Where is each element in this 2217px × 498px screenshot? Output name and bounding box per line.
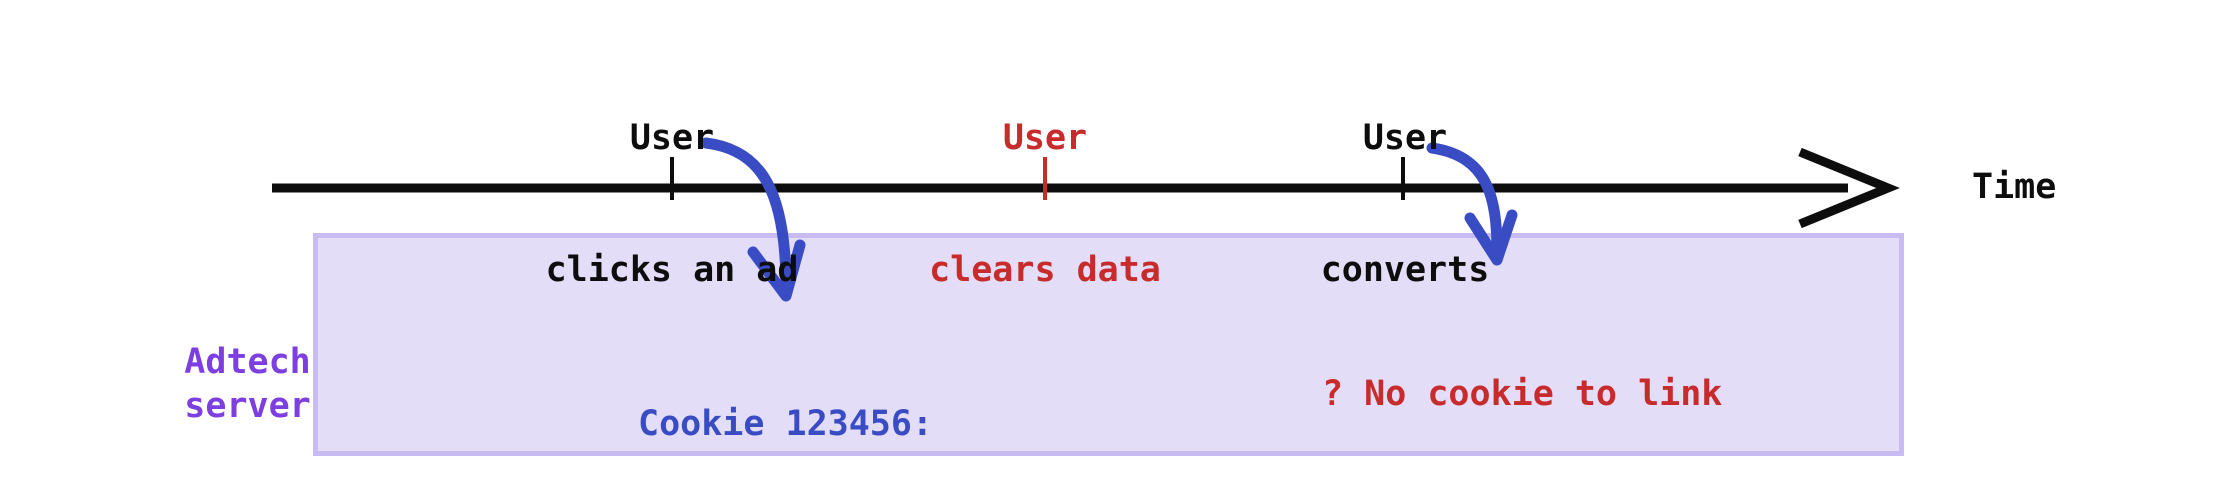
time-axis-caption: Time [1972, 167, 2057, 207]
adtech-server-label-line2: server [184, 386, 311, 426]
event-label-clear: User clears data [855, 28, 1235, 380]
event-label-click-line2: clicks an ad [545, 250, 799, 290]
adtech-server-box [313, 233, 1904, 456]
note-no-cookie-link: ? No cookie to link this conversion to ⇒… [1322, 284, 1722, 498]
adtech-server-label-line1: Adtech [184, 342, 311, 382]
note-no-cookie-line1: ? No cookie to link [1322, 374, 1723, 414]
note-cookie-line1: Cookie 123456: [638, 404, 934, 444]
event-label-convert-line1: User [1362, 118, 1448, 158]
event-label-click: User clicks an ad [482, 28, 862, 380]
adtech-server-label: Adtech server [100, 296, 310, 472]
event-label-clear-line2: clears data [929, 250, 1161, 290]
event-label-convert: User converts [1215, 28, 1595, 380]
event-label-clear-line1: User [1002, 118, 1088, 158]
time-axis-arrowhead [1798, 147, 1900, 229]
event-label-convert-line2: converts [1320, 250, 1490, 290]
event-label-click-line1: User [629, 118, 715, 158]
note-cookie-logged: Cookie 123456: Ad clicked [638, 314, 933, 498]
